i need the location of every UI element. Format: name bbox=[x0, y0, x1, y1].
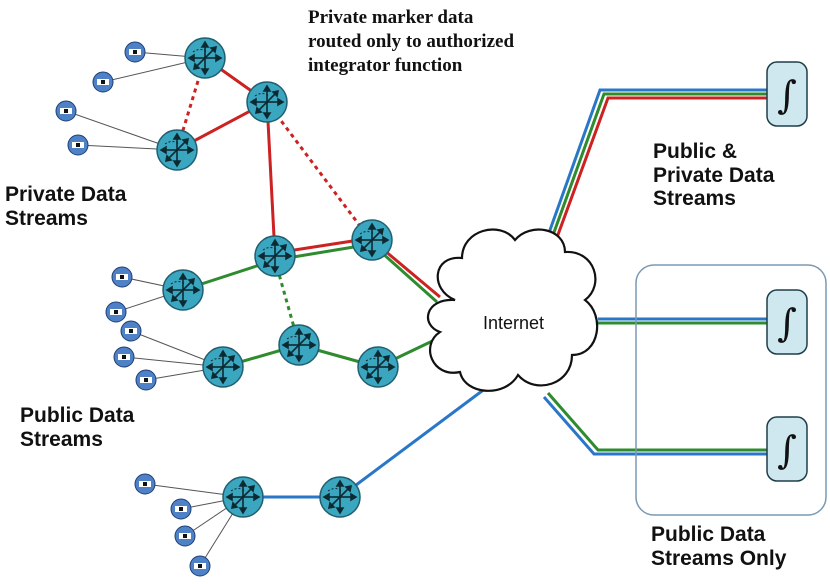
internet-label: Internet bbox=[483, 313, 545, 333]
sensor-node-icon bbox=[189, 555, 211, 577]
sensor-node-icon bbox=[113, 346, 135, 368]
sensor-node-icon bbox=[92, 71, 114, 93]
private-marker-note: Private marker data routed only to autho… bbox=[308, 6, 514, 77]
integrator-3: ∫ bbox=[766, 416, 808, 482]
sensor-node-icon bbox=[67, 134, 89, 156]
sensor-node-icon bbox=[174, 525, 196, 547]
sensor-node-icon bbox=[120, 320, 142, 342]
private-marker-note-line3: integrator function bbox=[308, 54, 463, 76]
stream-to-integrator-3 bbox=[542, 392, 770, 456]
public-private-line3: Streams bbox=[653, 187, 736, 211]
integral-icon: ∫ bbox=[777, 73, 797, 117]
routers bbox=[156, 37, 399, 518]
stream-to-integrator-1 bbox=[538, 88, 770, 263]
public-private-line1: Public & bbox=[653, 140, 738, 163]
integrator-2: ∫ bbox=[766, 289, 808, 355]
router-icon bbox=[278, 324, 320, 366]
private-marker-note-line2: routed only to authorized bbox=[308, 30, 515, 52]
private-data-streams-label: Private Data Streams bbox=[5, 183, 126, 230]
router-icon bbox=[357, 346, 399, 388]
internet-cloud bbox=[427, 228, 599, 392]
router-icon bbox=[162, 269, 204, 311]
private-links bbox=[175, 56, 441, 299]
public-only-group-box bbox=[635, 264, 827, 516]
sensor-node-icon bbox=[55, 100, 77, 122]
integral-icon: ∫ bbox=[777, 301, 797, 345]
public-only-line2: Streams Only bbox=[651, 546, 787, 570]
public-only-streams-label: Public Data Streams Only bbox=[651, 523, 786, 570]
router-icon bbox=[156, 129, 198, 171]
router-icon bbox=[184, 37, 226, 79]
public-data-streams-line1: Public Data bbox=[20, 404, 135, 427]
router-icon bbox=[202, 346, 244, 388]
sensor-node-icon bbox=[135, 369, 157, 391]
stream-to-integrator-2 bbox=[598, 317, 770, 325]
sensor-node-icon bbox=[170, 498, 192, 520]
router-icon bbox=[254, 235, 296, 277]
public-data-streams-line2: Streams bbox=[20, 427, 103, 451]
blue-links bbox=[243, 383, 491, 499]
private-data-streams-line1: Private Data bbox=[5, 183, 127, 206]
sensor-node-icon bbox=[111, 266, 133, 288]
sensor-node-icon bbox=[134, 473, 156, 495]
sensor-node-icon bbox=[124, 41, 146, 63]
router-icon bbox=[222, 476, 264, 518]
router-icon bbox=[246, 81, 288, 123]
integral-icon: ∫ bbox=[777, 428, 797, 472]
private-data-streams-line2: Streams bbox=[5, 206, 88, 230]
integrator-1: ∫ bbox=[766, 61, 808, 127]
router-icon bbox=[319, 476, 361, 518]
public-private-streams-label: Public & Private Data Streams bbox=[653, 140, 774, 211]
router-icon bbox=[351, 219, 393, 261]
public-data-streams-label: Public Data Streams bbox=[20, 404, 134, 451]
sensor-node-icon bbox=[105, 301, 127, 323]
public-private-line2: Private Data bbox=[653, 163, 775, 187]
private-marker-note-line1: Private marker data bbox=[308, 7, 474, 28]
public-only-line1: Public Data bbox=[651, 523, 766, 546]
